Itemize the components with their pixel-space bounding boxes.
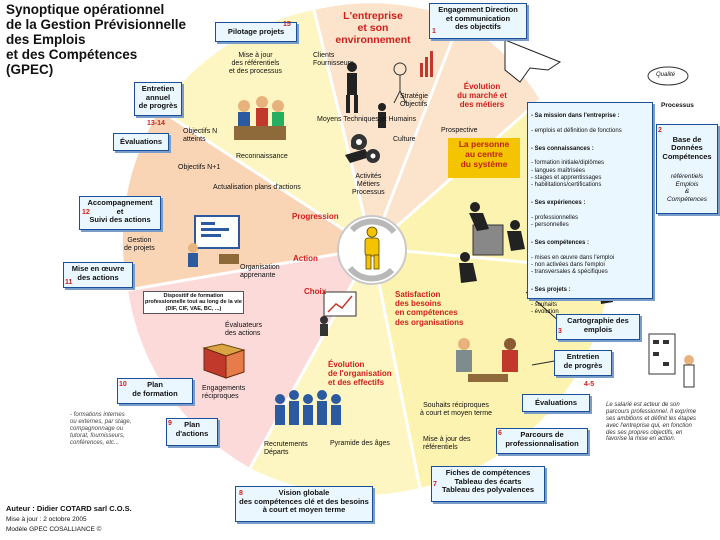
competences-items: - mises en œuvre dans l'emploi - non act… [531,255,649,277]
progression-label: Progression [292,212,339,221]
plan-formation-box: Plan de formation [117,378,193,404]
step-number: 3 [558,328,562,335]
connaissances-items: - formation initiale/diplômes - langues … [531,160,649,189]
action-label: Action [293,254,318,263]
step-number: 7 [433,481,437,488]
updated-label: Mise à jour : 2 octobre 2005 [6,516,87,523]
base-subtitle: référentiels Emplois & Compétences [660,173,714,203]
step-number: 8 [239,490,243,497]
choix-label: Choix [304,287,326,296]
fiches-box: Fiches de compétences Tableau des écarts… [431,466,545,502]
step-number: 12 [82,209,90,216]
reconnaissance-label: Reconnaissance [236,153,288,161]
souhaits-label: Souhaits réciproques à court et moyen te… [420,402,492,418]
evaluations-right-box: Évaluations [522,394,590,412]
accompagnement-box: Accompagnement et Suivi des actions [79,196,161,230]
model-label: Modèle GPEC COSALLIANCE © [6,526,101,533]
prospective-label: Prospective [441,127,478,135]
step-number: 10 [119,381,127,388]
clients-label: Clients Fournisseurs [313,52,353,68]
organisation-apprenante-label: Organisation apprenante [240,264,280,280]
evolution-org-label: Évolution de l'organisation et des effec… [328,360,392,388]
vision-box: Vision globale des compétences clé et de… [235,486,373,522]
satisfaction-label: Satisfaction des besoins en compétences … [395,290,463,327]
entretien-annuel-box: Entretien annuel de progrès [134,82,182,116]
step-number: 11 [65,279,72,286]
meeting-illustration [230,90,290,148]
gestion-projets-label: Gestion de projets [124,237,155,253]
step-number: 1 [432,28,436,35]
entretien-progres-box: Entretien de progrès [554,350,612,376]
mission-box: - Sa mission dans l'entreprise : - emplo… [527,102,653,299]
actualisation-label: Actualisation plans d'actions [213,184,301,192]
books-illustration [200,340,248,380]
plan-actions-box: Plan d'actions [166,418,218,446]
step-number: 9 [168,420,172,427]
handshake-illustration [448,330,528,390]
author-label: Auteur : Didier COTARD sarl C.O.S. [6,505,132,514]
parcours-box: Parcours de professionnalisation [496,428,588,454]
evolution-marche-label: Évolution du marché et des métiers [448,82,516,110]
base-title: Base de Données Compétences [660,136,714,162]
page-title: Synoptique opérationnel de la Gestion Pr… [6,2,186,77]
step-number: 13-14 [147,120,165,127]
base-box: Base de Données Compétences référentiels… [656,124,718,214]
connaissances-title: - Ses connaissances : [531,146,649,153]
projets-title: - Ses projets : [531,287,649,294]
qualite-label: Qualité [656,72,675,79]
engagements-label: Engagements réciproques [202,385,245,401]
culture-label: Culture [393,136,416,144]
objectifs-n1-label: Objectifs N+1 [178,164,220,172]
engagement-box: Engagement Direction et communication de… [429,3,527,39]
dispositif-label: Dispositif de formation professionnelle … [143,291,244,314]
step-number: 6 [498,430,502,437]
miseajour-refs-label: Mise à jour des référentiels [423,436,470,452]
pyramide-label: Pyramide des âges [330,440,390,448]
mission-items: - emplois et définition de fonctions [531,128,649,135]
step-number: 15 [283,21,291,28]
experiences-title: - Ses expériences : [531,200,649,207]
gears-illustration [345,128,385,168]
arrow-right-icon [505,40,560,82]
cartographie-box: Cartographie des emplois [556,314,640,340]
crowd-illustration [270,385,350,437]
evaluations-left-box: Évaluations [113,133,169,151]
mission-title: - Sa mission dans l'entreprise : [531,113,649,120]
salarie-note: Le salarié est acteur de son parcours pr… [606,402,718,443]
evaluateurs-label: Évaluateurs des actions [225,322,262,338]
competences-title: - Ses compétences : [531,240,649,247]
puzzle-people-illustration [455,195,530,285]
personne-label: La personne au centre du système [448,138,520,178]
processus-label: Processus [661,102,694,109]
mise-en-oeuvre-box: Mise en œuvre des actions [63,262,133,288]
recrutements-label: Recrutements Départs [264,441,308,457]
step-number: 4-5 [584,381,594,388]
strategie-label: Stratégie Objectifs [400,93,428,109]
miseajour-ref-label: Mise à jour des référentiels et des proc… [229,52,282,76]
moyens-label: Moyens Techniques et Humains [317,116,416,124]
entreprise-label: L'entreprise et son environnement [333,10,413,46]
activites-label: Activités Métiers Processus [352,173,385,197]
processus-illustration [645,330,705,400]
formations-note: - formations internes ou externes, par s… [70,412,131,446]
presentation-illustration [185,212,245,270]
objectifs-atteints-label: Objectifs N atteints [183,128,217,144]
step-number: 2 [658,127,662,134]
experiences-items: - professionnelles - personnelles [531,215,649,229]
